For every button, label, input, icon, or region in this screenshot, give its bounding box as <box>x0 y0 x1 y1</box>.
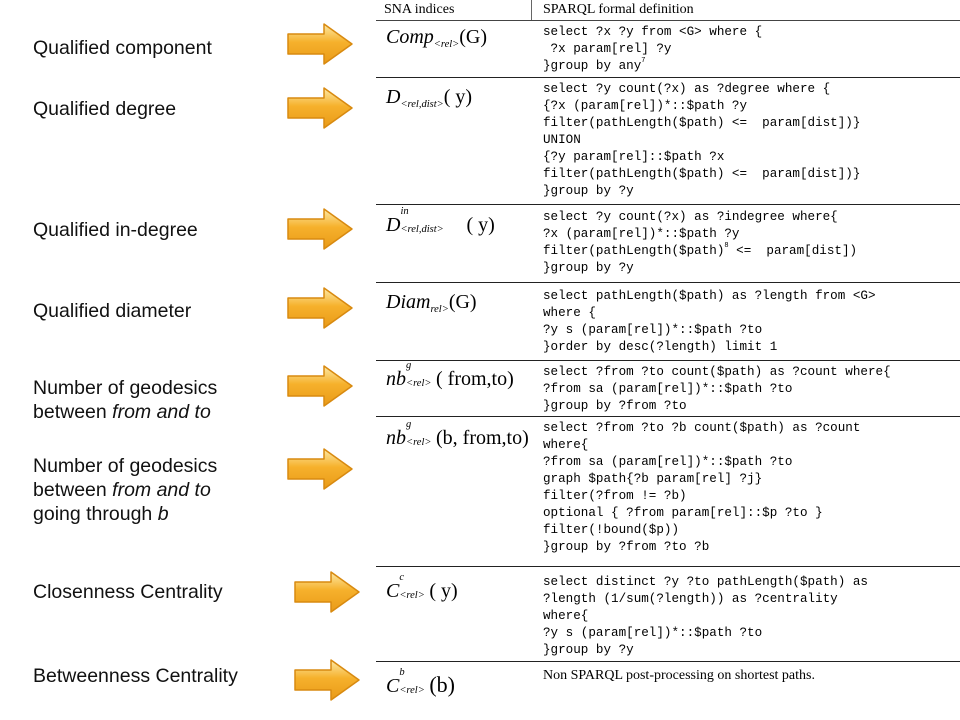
header-sparql-definition: SPARQL formal definition <box>543 2 694 17</box>
formula-superscript: g <box>406 419 412 431</box>
label-number-of-geodesics-through-b: Number of geodesics between from and to … <box>33 454 217 526</box>
header-sna-indices: SNA indices <box>384 2 455 17</box>
formula-argument: (b) <box>429 672 455 697</box>
arrow-right-icon <box>286 86 354 130</box>
formula-subscript: <rel> <box>406 437 432 449</box>
row-divider <box>376 661 960 662</box>
arrow-right-icon <box>286 364 354 408</box>
formula-symbol: C <box>386 675 400 697</box>
label-qualified-component: Qualified component <box>33 37 212 59</box>
label-emphasis: b <box>157 503 169 525</box>
row-divider <box>376 360 960 361</box>
code-diameter: select pathLength($path) as ?length from… <box>543 289 876 354</box>
row-divider <box>376 282 960 283</box>
label-line: Number of geodesics <box>33 377 218 399</box>
sna-sparql-table: SNA indices SPARQL formal definition Com… <box>376 0 960 720</box>
formula-argument: (G) <box>459 26 488 48</box>
formula-indices: g <rel> <box>406 419 436 449</box>
formula-indices: c <rel> <box>399 572 429 602</box>
label-text: going through <box>33 503 158 525</box>
formula-diameter: Diamrel>(G) <box>386 291 477 315</box>
arrow-right-icon <box>286 447 354 491</box>
formula-subscript: <rel,dist> <box>400 224 444 236</box>
row-divider <box>376 204 960 205</box>
footnote-mark: 8 <box>724 242 729 250</box>
formula-argument: ( from,to) <box>436 368 514 390</box>
row-divider <box>376 416 960 417</box>
formula-argument: ( y) <box>466 214 495 236</box>
formula-subscript: <rel> <box>399 685 425 697</box>
formula-degree: D<rel,dist>( y) <box>386 86 472 110</box>
code-indegree: select ?y count(?x) as ?indegree where{ … <box>543 209 857 277</box>
label-line: between from and to <box>33 400 217 424</box>
label-qualified-degree: Qualified degree <box>33 98 177 120</box>
formula-subscript: rel> <box>430 304 449 315</box>
formula-superscript: b <box>399 667 405 679</box>
formula-superscript: in <box>400 206 409 218</box>
label-qualified-in-degree: Qualified in-degree <box>33 219 198 241</box>
arrow-right-icon <box>293 658 361 702</box>
formula-argument: ( y) <box>429 580 458 602</box>
label-line: going through b <box>33 502 217 526</box>
code-degree: select ?y count(?x) as ?degree where { {… <box>543 82 861 198</box>
formula-argument: (b, from,to) <box>436 427 529 449</box>
formula-comp: Comp<rel>(G) <box>386 26 487 50</box>
formula-subscript: <rel> <box>399 590 425 602</box>
code-text: select ?x ?y from <G> where { ?x param[r… <box>543 25 763 73</box>
formula-symbol: nb <box>386 427 406 449</box>
formula-symbol: D <box>386 214 401 236</box>
label-text: between <box>33 401 113 423</box>
label-line: between from and to <box>33 478 217 502</box>
label-number-of-geodesics: Number of geodesics between from and to <box>33 376 217 424</box>
code-geodesics-through-b: select ?from ?to ?b count($path) as ?cou… <box>543 421 861 554</box>
label-closeness-centrality: Closenness Centrality <box>33 581 223 603</box>
arrow-right-icon <box>286 22 354 66</box>
formula-subscript: <rel> <box>433 39 460 50</box>
formula-symbol: Diam <box>386 291 431 313</box>
code-text: select ?y count(?x) as ?indegree where{ … <box>543 210 838 258</box>
formula-subscript: <rel> <box>406 378 432 390</box>
formula-symbol: C <box>386 580 400 602</box>
row-divider <box>376 20 960 21</box>
code-comp: select ?x ?y from <G> where { ?x param[r… <box>543 24 762 75</box>
formula-superscript: g <box>406 360 412 372</box>
formula-symbol: D <box>386 86 401 108</box>
header-divider <box>531 0 532 20</box>
row-divider <box>376 566 960 567</box>
formula-argument: (G) <box>448 291 477 313</box>
label-text: between <box>33 479 113 501</box>
label-line: Number of geodesics <box>33 455 218 477</box>
code-geodesics: select ?from ?to count($path) as ?count … <box>543 365 891 413</box>
formula-superscript: c <box>399 572 405 584</box>
formula-symbol: nb <box>386 368 406 390</box>
arrow-right-icon <box>286 207 354 251</box>
label-emphasis: from and to <box>112 401 211 423</box>
arrow-right-icon <box>286 286 354 330</box>
footnote-mark: 7 <box>641 57 646 65</box>
formula-subscript: <rel,dist> <box>400 99 444 110</box>
formula-argument: ( y) <box>443 86 473 108</box>
formula-symbol: Comp <box>386 26 434 48</box>
code-closeness: select distinct ?y ?to pathLength($path)… <box>543 575 868 657</box>
label-qualified-diameter: Qualified diameter <box>33 300 192 322</box>
formula-indices: in <rel,dist> <box>400 206 443 236</box>
code-text: <= param[dist]) }group by ?y <box>543 244 858 275</box>
formula-indices: g <rel> <box>406 360 436 390</box>
label-emphasis: from and to <box>112 479 211 501</box>
label-betweenness-centrality: Betweenness Centrality <box>33 665 238 687</box>
betweenness-note: Non SPARQL post-processing on shortest p… <box>543 668 815 683</box>
formula-indices: b <rel> <box>399 667 429 697</box>
row-divider <box>376 77 960 78</box>
arrow-right-icon <box>293 570 361 614</box>
